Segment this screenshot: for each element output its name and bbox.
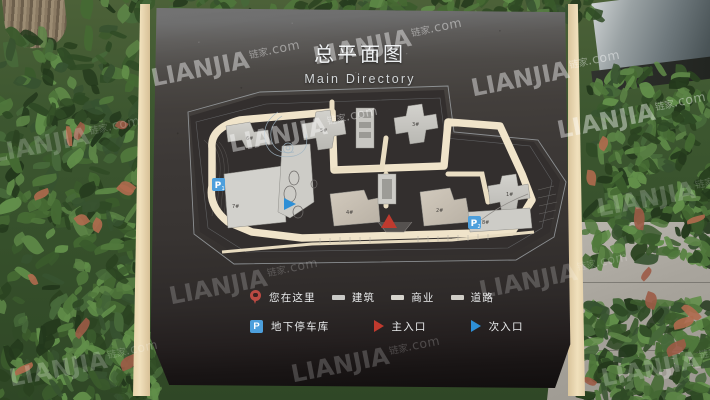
building-label-3: 3#: [412, 122, 419, 128]
secondary-entrance-icon: [470, 320, 481, 332]
leaf: [54, 244, 68, 254]
leaf: [44, 227, 58, 240]
leaf: [627, 105, 634, 116]
leaf: [113, 0, 131, 5]
sign-frame-right-post: [568, 4, 585, 396]
leaf: [91, 83, 100, 95]
building-label-5: 5#: [320, 128, 327, 134]
svg-text:P: P: [471, 219, 478, 229]
sign-title-block: 总平面图 Main Directory: [151, 38, 571, 86]
leaf: [82, 25, 95, 52]
legend-label-commercial: 商业: [411, 291, 435, 304]
legend-row-1: 您在这里 建筑 商业 道路: [250, 286, 540, 308]
leaf: [21, 253, 34, 266]
map-road-loop: [207, 108, 536, 242]
legend-building: 建筑: [331, 290, 376, 305]
svg-text:1: 1: [222, 186, 225, 192]
leaf: [15, 115, 31, 127]
building-swatch-icon: [331, 294, 345, 300]
building-1: [487, 173, 531, 215]
commercial-swatch-icon: [391, 294, 405, 300]
map-right-hatch: [537, 185, 558, 223]
legend-main-entrance: 主入口: [373, 319, 427, 334]
legend-road: 道路: [450, 290, 495, 305]
map-marker-parking-p1[interactable]: P 1: [212, 178, 225, 192]
leaf: [74, 270, 92, 287]
title-english: Main Directory: [304, 72, 416, 86]
parking-icon: P: [250, 319, 263, 333]
legend-label-you-are-here: 您在这里: [269, 291, 316, 304]
map-marker-parking-p2[interactable]: P 2: [468, 216, 481, 230]
svg-text:2: 2: [478, 224, 481, 230]
map-garden-feature: [264, 111, 308, 158]
leaf: [51, 149, 61, 171]
building-label-1: 1#: [506, 192, 513, 198]
map-commercial-strip: [355, 107, 375, 149]
map-legend: 您在这里 建筑 商业 道路: [250, 286, 540, 337]
leaf: [702, 391, 710, 400]
leaf: [11, 294, 26, 307]
building-5: [301, 109, 347, 151]
leaf: [625, 233, 635, 245]
map-marker-secondary-entrance[interactable]: [284, 198, 296, 210]
building-2: [419, 187, 471, 227]
legend-row-2: P 地下停车库 主入口 次入口: [250, 315, 540, 337]
building-label-7: 7#: [232, 204, 239, 210]
legend-label-road: 道路: [470, 291, 495, 304]
leaf: [0, 60, 8, 69]
building-6: [225, 121, 271, 149]
leaf: [83, 261, 93, 273]
building-label-2: 2#: [436, 208, 443, 214]
legend-you-are-here: 您在这里: [250, 289, 316, 305]
main-entrance-icon: [373, 320, 384, 332]
legend-label-main-entrance: 主入口: [391, 320, 427, 333]
map-inner-outline: [195, 97, 553, 253]
leaf: [27, 144, 48, 155]
sign-panel: 总平面图 Main Directory: [150, 8, 571, 388]
leaf: [77, 0, 96, 21]
leaf: [0, 222, 9, 234]
map-boundary-outline: [187, 85, 567, 265]
leaf: [586, 169, 598, 186]
site-plan-svg: 6# 5# 3# 7# 4#: [187, 85, 567, 265]
leaf: [603, 162, 614, 175]
building-3: [393, 103, 439, 145]
leaf: [95, 393, 104, 400]
leaf: [42, 284, 61, 291]
leaf: [639, 267, 655, 283]
sign-frame-left-post: [133, 4, 150, 396]
legend-label-secondary-entrance: 次入口: [488, 320, 524, 333]
location-pin-icon: [250, 289, 261, 305]
legend-commercial: 商业: [391, 290, 434, 305]
directory-sign: 总平面图 Main Directory: [133, 0, 585, 400]
building-label-6: 6#: [246, 136, 253, 142]
site-plan-map: 6# 5# 3# 7# 4#: [182, 82, 570, 272]
leaf: [32, 161, 50, 169]
legend-parking: P 地下停车库: [250, 319, 330, 334]
building-label-4: 4#: [346, 210, 353, 216]
map-marker-main-entrance[interactable]: [381, 214, 397, 228]
leaf: [27, 272, 39, 287]
leaf: [103, 41, 114, 53]
svg-text:P: P: [215, 181, 222, 191]
leaf: [654, 60, 668, 78]
leaf: [612, 130, 629, 145]
leaf: [73, 258, 86, 272]
legend-secondary-entrance: 次入口: [470, 319, 524, 334]
map-central-pavilion: [377, 173, 397, 205]
road-swatch-icon: [450, 294, 464, 300]
building-label-8: 8#: [482, 220, 489, 226]
building-7: [223, 165, 287, 229]
leaf: [113, 312, 125, 333]
legend-label-building: 建筑: [351, 291, 376, 304]
legend-label-parking: 地下停车库: [271, 320, 330, 333]
title-chinese: 总平面图: [314, 44, 406, 66]
map-p2-driveway: [480, 193, 529, 221]
map-bottom-road: [221, 230, 535, 254]
leaf: [110, 28, 128, 41]
map-parking-ticks: [319, 234, 489, 244]
